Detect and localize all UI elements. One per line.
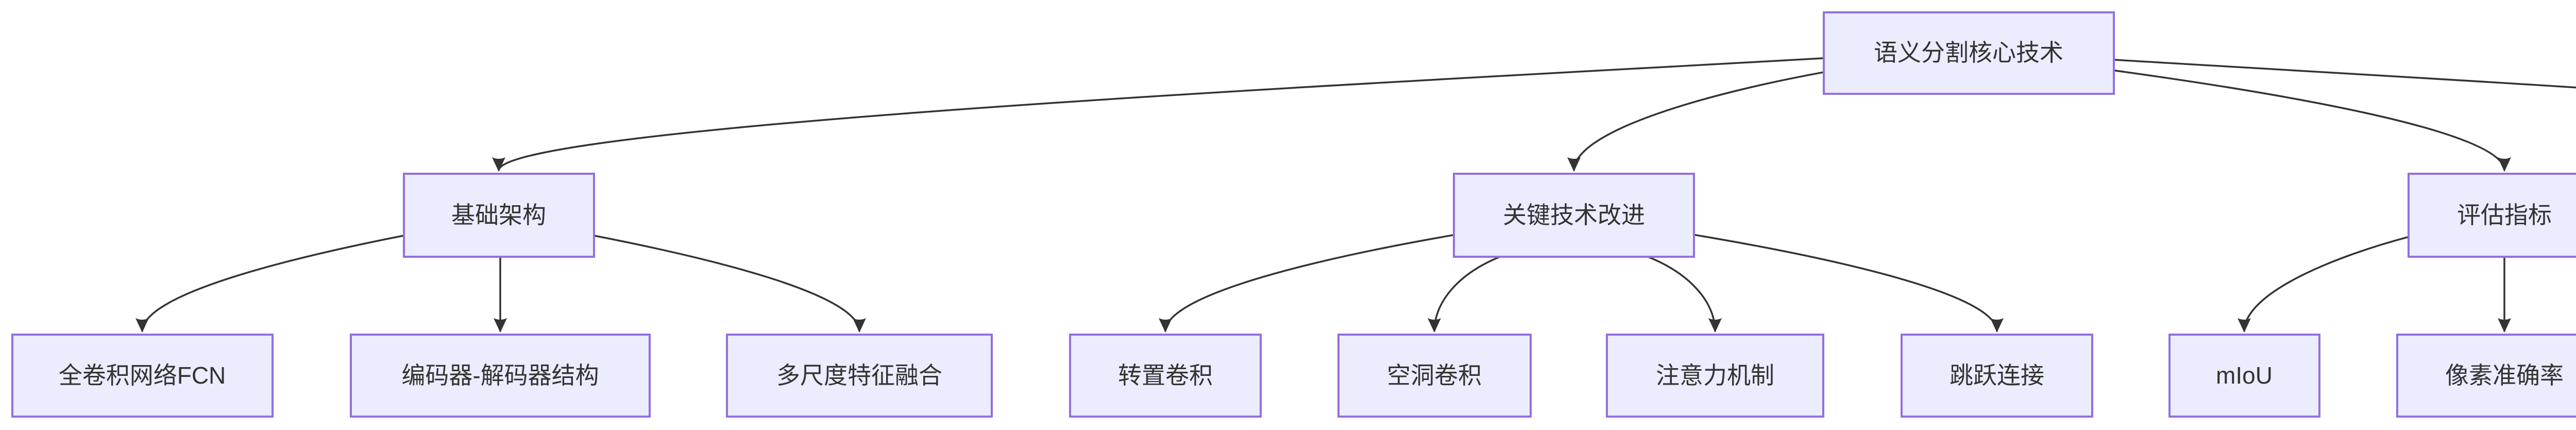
node-label: 语义分割核心技术 (1874, 39, 2063, 67)
node-label: 空洞卷积 (1387, 361, 1482, 389)
edge-key-technique-improvements-to-attention-mechanism (1646, 255, 1722, 333)
node-attention-mechanism: 注意力机制 (1606, 334, 1824, 418)
node-fcn: 全卷积网络FCN (11, 334, 274, 418)
node-label: 评估指标 (2457, 201, 2552, 228)
edge-key-technique-improvements-to-dilated-conv (1428, 255, 1502, 333)
edge-basic-architecture-to-fcn (135, 235, 404, 333)
edge-evaluation-metrics-to-miou (2238, 236, 2409, 333)
edge-semantic-segmentation-core-to-evaluation-metrics (2113, 69, 2511, 172)
node-semantic-segmentation-core: 语义分割核心技术 (1822, 11, 2115, 95)
edge-key-technique-improvements-to-transposed-conv (1159, 234, 1454, 333)
node-miou: mIoU (2168, 334, 2320, 418)
node-label: 像素准确率 (2445, 361, 2564, 389)
edge-semantic-segmentation-core-to-key-technique-improvements (1567, 71, 1824, 172)
node-label: 转置卷积 (1118, 361, 1213, 389)
node-label: 多尺度特征融合 (776, 361, 942, 389)
node-label: 全卷积网络FCN (58, 361, 226, 389)
edge-semantic-segmentation-core-to-basic-architecture (492, 57, 1824, 172)
node-transposed-conv: 转置卷积 (1069, 334, 1262, 418)
edge-key-technique-improvements-to-skip-connection (1693, 234, 2004, 333)
node-label: 基础架构 (451, 201, 546, 228)
node-label: mIoU (2216, 361, 2273, 389)
node-dilated-conv: 空洞卷积 (1337, 334, 1532, 418)
node-basic-architecture: 基础架构 (402, 173, 595, 258)
node-label: 跳跃连接 (1950, 361, 2044, 389)
node-label: 关键技术改进 (1503, 201, 1645, 228)
node-pixel-accuracy: 像素准确率 (2396, 334, 2576, 418)
edge-semantic-segmentation-core-to-typical-applications (2113, 59, 2576, 89)
node-skip-connection: 跳跃连接 (1901, 334, 2093, 418)
node-label: 编码器-解码器结构 (401, 361, 599, 389)
node-evaluation-metrics: 评估指标 (2408, 173, 2576, 258)
node-label: 注意力机制 (1656, 361, 1774, 389)
node-encoder-decoder: 编码器-解码器结构 (350, 334, 651, 418)
node-multiscale-fusion: 多尺度特征融合 (726, 334, 993, 418)
edge-basic-architecture-to-multiscale-fusion (594, 235, 866, 333)
node-key-technique-improvements: 关键技术改进 (1453, 173, 1695, 258)
